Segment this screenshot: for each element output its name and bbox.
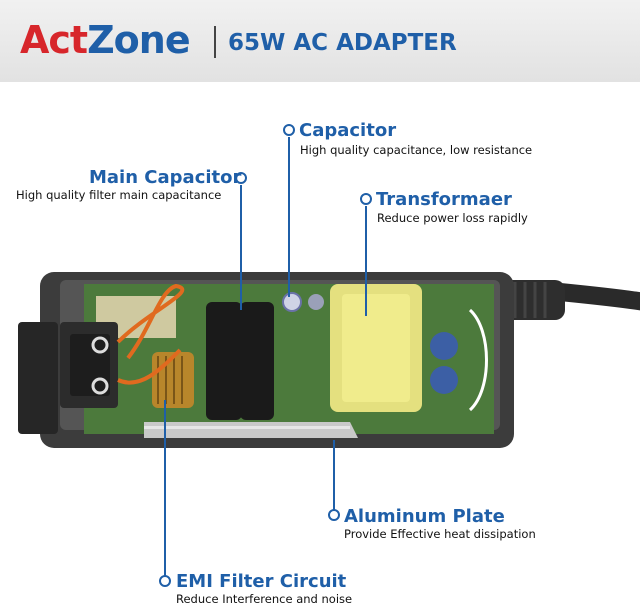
emi-filter-marker-dot xyxy=(159,575,171,587)
emi-filter-subtitle: Reduce Interference and noise xyxy=(176,592,353,606)
aluminum-plate-subtitle: Provide Effective heat dissipation xyxy=(344,527,536,541)
capacitor-title: Capacitor xyxy=(299,120,397,141)
transformer-subtitle: Reduce power loss rapidly xyxy=(377,211,528,225)
aluminum-plate-title: Aluminum Plate xyxy=(344,506,505,527)
brand-logo: ActZone xyxy=(20,16,191,64)
capacitor-subtitle: High quality capacitance, low resistance xyxy=(300,143,533,157)
output-capacitor-1 xyxy=(430,332,458,360)
logo-text-act: Act xyxy=(20,18,88,62)
main-capacitor-2 xyxy=(240,302,274,420)
emi-filter-leader-line xyxy=(164,400,166,576)
logo-text-zone: Zone xyxy=(87,18,190,62)
main-capacitor-marker-dot xyxy=(235,172,247,184)
white-wire xyxy=(468,308,488,412)
capacitor-marker-dot xyxy=(283,124,295,136)
adapter-cutaway-image xyxy=(18,272,640,448)
header-banner: ActZone 65W AC ADAPTER xyxy=(0,0,640,82)
output-capacitor-2 xyxy=(430,366,458,394)
small-capacitor xyxy=(282,292,302,312)
main-capacitor-leader-line xyxy=(240,185,242,310)
product-title: 65W AC ADAPTER xyxy=(228,30,457,56)
aluminum-plate-marker-dot xyxy=(328,509,340,521)
orange-wire xyxy=(116,283,185,360)
main-capacitor-1 xyxy=(206,302,242,420)
transformer-title: Transformaer xyxy=(376,189,512,210)
aluminum-plate-leader-line xyxy=(333,440,335,512)
emi-filter-title: EMI Filter Circuit xyxy=(176,571,347,592)
header-divider xyxy=(214,26,216,58)
capacitor-leader-line xyxy=(288,137,290,297)
main-capacitor-title: Main Capacitor xyxy=(89,167,242,188)
transformer-marker-dot xyxy=(360,193,372,205)
power-cable xyxy=(551,283,640,311)
transformer-leader-line xyxy=(365,206,367,316)
main-capacitor-subtitle: High quality filter main capacitance xyxy=(16,188,222,202)
aluminum-plate xyxy=(144,422,358,438)
